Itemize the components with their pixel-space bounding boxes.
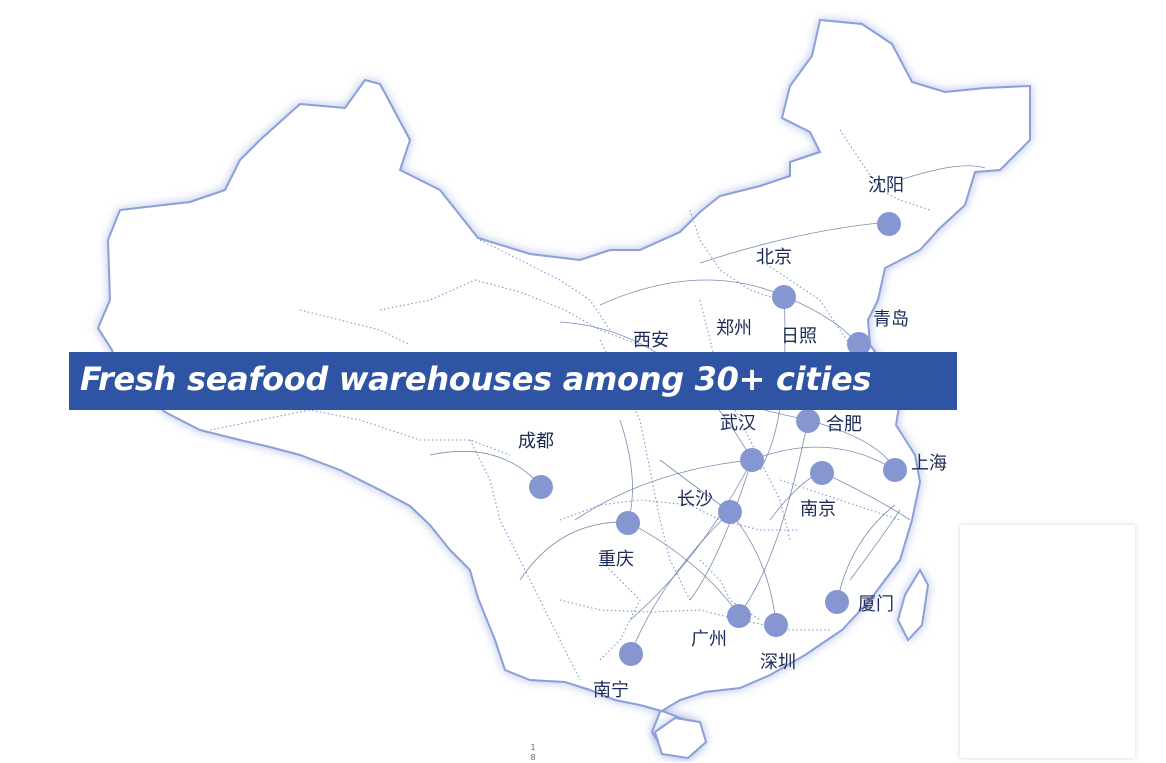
city-dot-shenyang[interactable] [877,212,901,236]
city-label-xian: 西安 [633,330,669,351]
city-dot-changsha[interactable] [718,500,742,524]
city-label-wuhan: 武汉 [720,413,756,434]
side-panel [960,525,1135,758]
city-dot-beijing[interactable] [772,285,796,309]
city-label-chongqing: 重庆 [598,549,634,570]
city-label-changsha: 长沙 [677,489,713,510]
city-dot-xiamen[interactable] [825,590,849,614]
taiwan-outline [896,567,930,642]
city-dot-chengdu[interactable] [529,475,553,499]
city-label-rizhao: 日照 [781,326,817,347]
city-label-nanning: 南宁 [593,680,629,701]
banner-title: Fresh seafood warehouses among 30+ citie… [80,360,872,398]
city-label-chengdu: 成都 [518,431,554,452]
city-dot-nanning[interactable] [619,642,643,666]
city-dot-nanjing[interactable] [810,461,834,485]
city-label-guangzhou: 广州 [691,629,727,650]
city-label-xiamen: 厦门 [858,594,894,615]
city-dot-qingdao[interactable] [847,332,871,356]
province-borders [209,129,931,681]
city-label-hefei: 合肥 [826,414,862,435]
city-label-beijing: 北京 [756,247,792,268]
city-label-shanghai: 上海 [911,453,947,474]
city-label-nanjing: 南京 [800,499,836,520]
city-label-qingdao: 青岛 [873,309,909,330]
city-labels: 沈阳 北京 青岛 西安 郑州 日照 武汉 合肥 成都 上海 长沙 南京 重庆 厦… [518,175,947,701]
city-dot-guangzhou[interactable] [727,604,751,628]
city-label-shenyang: 沈阳 [868,175,904,196]
city-dots [529,212,907,666]
page-number: 18 [530,743,536,762]
city-dot-shenzhen[interactable] [764,613,788,637]
hainan-outline [653,716,708,760]
city-label-shenzhen: 深圳 [760,652,796,673]
city-dot-chongqing[interactable] [616,511,640,535]
city-dot-hefei[interactable] [796,409,820,433]
title-banner: Fresh seafood warehouses among 30+ citie… [69,352,957,410]
city-label-zhengzhou: 郑州 [716,318,752,339]
city-dot-shanghai[interactable] [883,458,907,482]
city-dot-wuhan[interactable] [740,448,764,472]
